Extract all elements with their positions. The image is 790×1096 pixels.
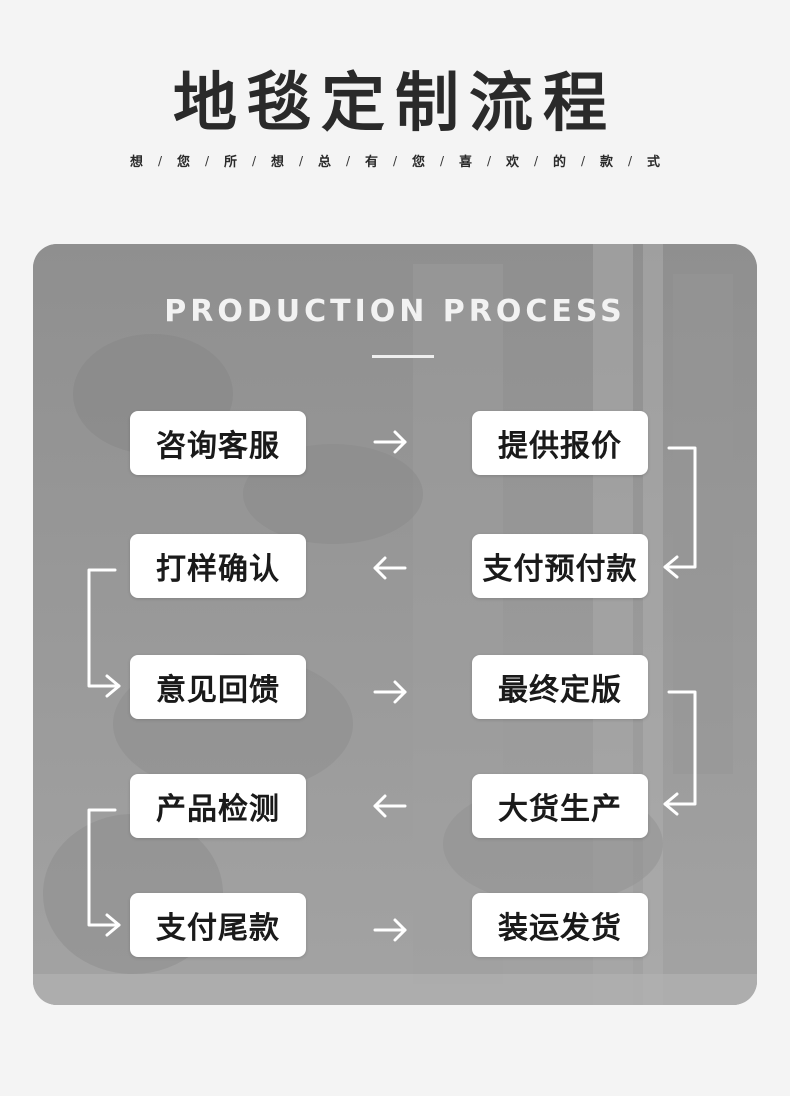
subtitle-separator: / [298, 153, 304, 168]
subtitle-separator: / [392, 153, 398, 168]
step-provide-quote: 提供报价 [472, 411, 648, 475]
subtitle-char: 款 [599, 155, 613, 170]
subtitle-char: 式 [646, 155, 660, 170]
subtitle-char: 总 [317, 155, 331, 170]
subtitle-separator: / [580, 153, 586, 168]
subtitle-char: 欢 [505, 155, 519, 170]
arrow-left-icon [373, 556, 407, 580]
connector-left-down-icon [87, 568, 121, 698]
connector-right-down-icon [663, 446, 697, 579]
step-sample-confirm: 打样确认 [130, 534, 306, 598]
subtitle-separator: / [157, 153, 163, 168]
subtitle-char: 喜 [458, 155, 472, 170]
connector-right-down-icon [663, 690, 697, 816]
arrow-right-icon [373, 680, 407, 704]
subtitle-char: 想 [129, 155, 143, 170]
step-product-inspection: 产品检测 [130, 774, 306, 838]
arrow-left-icon [373, 794, 407, 818]
subtitle-separator: / [251, 153, 257, 168]
subtitle-separator: / [439, 153, 445, 168]
subtitle: 想 / 您 / 所 / 想 / 总 / 有 / 您 / 喜 / 欢 / 的 / 款 / 式 [0, 151, 790, 171]
arrow-right-icon [373, 918, 407, 942]
step-shipping: 装运发货 [472, 893, 648, 957]
subtitle-char: 您 [411, 155, 425, 170]
step-mass-production: 大货生产 [472, 774, 648, 838]
title-divider [372, 355, 434, 358]
subtitle-char: 想 [270, 155, 284, 170]
page-title: 地毯定制流程 [173, 66, 617, 141]
subtitle-char: 您 [176, 155, 190, 170]
step-final-version: 最终定版 [472, 655, 648, 719]
arrow-right-icon [373, 430, 407, 454]
step-feedback: 意见回馈 [130, 655, 306, 719]
step-consult-service: 咨询客服 [130, 411, 306, 475]
connector-left-down-icon [87, 808, 121, 937]
subtitle-char: 的 [552, 155, 566, 170]
subtitle-char: 有 [364, 155, 378, 170]
subtitle-separator: / [486, 153, 492, 168]
step-pay-deposit: 支付预付款 [472, 534, 648, 598]
process-panel: PRODUCTION PROCESS [33, 244, 757, 1005]
english-title: PRODUCTION PROCESS [164, 294, 626, 329]
subtitle-separator: / [204, 153, 210, 168]
subtitle-separator: / [533, 153, 539, 168]
subtitle-separator: / [345, 153, 351, 168]
flow-connectors [87, 430, 697, 942]
subtitle-char: 所 [223, 155, 237, 170]
step-pay-balance: 支付尾款 [130, 893, 306, 957]
subtitle-separator: / [627, 153, 633, 168]
